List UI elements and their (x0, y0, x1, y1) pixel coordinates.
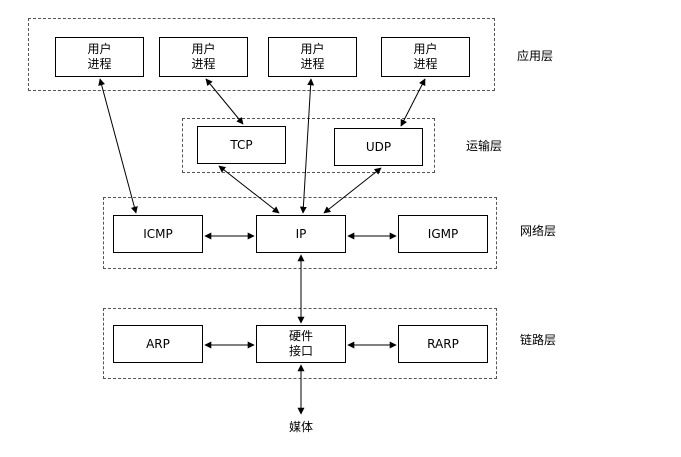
tcp-box: TCP (197, 126, 286, 164)
hardware-interface-line2: 接口 (288, 344, 313, 358)
user-process-box-4: 用户 进程 (381, 37, 470, 77)
arrow-process3-ip (299, 78, 315, 214)
application-layer-label: 应用层 (517, 49, 554, 63)
arp-box: ARP (113, 325, 203, 363)
user-process-box-3: 用户 进程 (268, 37, 357, 77)
ip-label: IP (295, 226, 307, 241)
hardware-interface-line1: 硬件 (288, 329, 313, 343)
tcp-label: TCP (230, 137, 253, 152)
rarp-label: RARP (427, 336, 459, 351)
arrow-process4-udp (400, 78, 426, 127)
transport-layer-label: 运输层 (466, 139, 503, 153)
igmp-label: IGMP (427, 226, 459, 241)
user-process-line2: 进程 (191, 57, 216, 71)
arp-label: ARP (146, 336, 170, 351)
user-process-line2: 进程 (300, 57, 325, 71)
arrow-process2-tcp (205, 78, 244, 125)
user-process-box-2: 用户 进程 (159, 37, 248, 77)
user-process-line2: 进程 (413, 57, 438, 71)
link-layer-label: 链路层 (520, 333, 557, 347)
user-process-line1: 用户 (300, 42, 325, 56)
arrow-tcp-ip (218, 165, 280, 214)
udp-label: UDP (365, 139, 392, 154)
arrow-process1-icmp (98, 78, 138, 214)
arrow-udp-ip (323, 167, 382, 214)
user-process-line1: 用户 (191, 42, 216, 56)
application-layer-region (28, 18, 495, 91)
icmp-label: ICMP (143, 226, 173, 241)
network-layer-label: 网络层 (520, 224, 557, 238)
icmp-box: ICMP (113, 215, 203, 253)
igmp-box: IGMP (398, 215, 488, 253)
media-label: 媒体 (289, 420, 314, 434)
user-process-line1: 用户 (87, 42, 112, 56)
user-process-line2: 进程 (87, 57, 112, 71)
user-process-box-1: 用户 进程 (55, 37, 144, 77)
user-process-line1: 用户 (413, 42, 438, 56)
ip-box: IP (256, 215, 346, 253)
rarp-box: RARP (398, 325, 488, 363)
hardware-interface-box: 硬件 接口 (256, 325, 346, 363)
udp-box: UDP (334, 128, 423, 166)
